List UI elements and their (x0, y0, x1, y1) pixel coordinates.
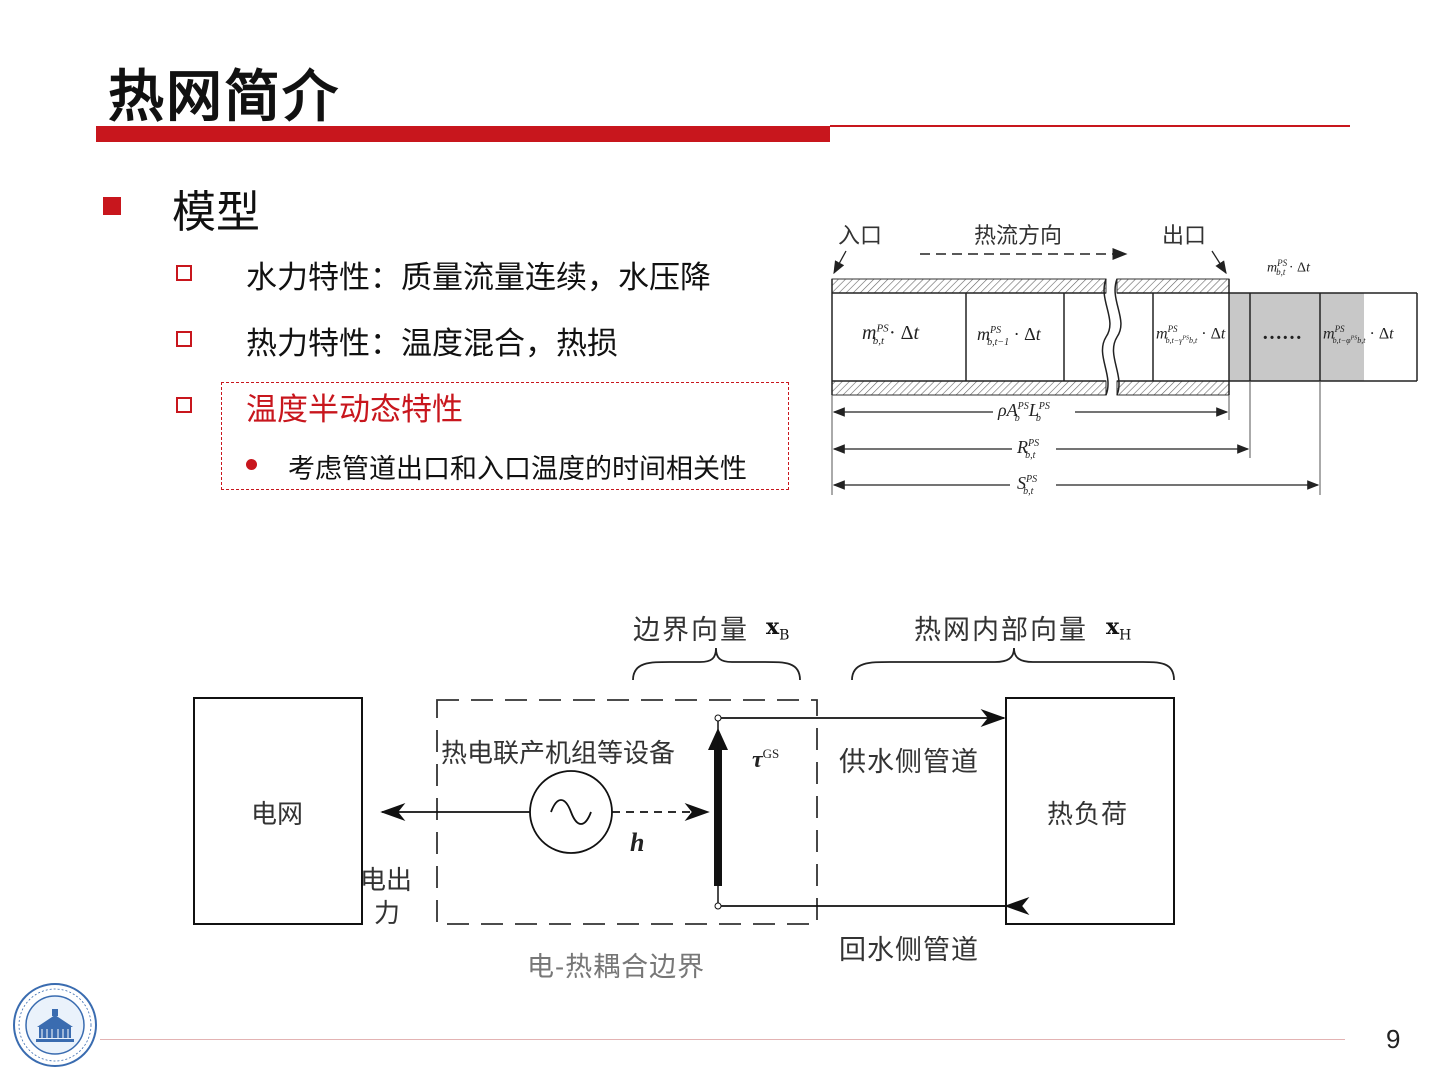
hollow-square-bullet-icon (176, 331, 192, 347)
h-symbol: h (630, 828, 645, 857)
outlet-label: 出口 (1162, 224, 1207, 249)
hollow-square-bullet-icon (176, 397, 192, 413)
coupling-boundary-caption: 电-热耦合边界 (527, 952, 706, 983)
dimension-label-s: SPSb,t (1017, 473, 1038, 497)
boundary-vector-label: 边界向量 (633, 615, 749, 646)
inlet-label: 入口 (838, 224, 883, 249)
outline-subitem: 考虑管道出口和入口温度的时间相关性 (288, 454, 747, 485)
title-underline-rule (830, 125, 1350, 127)
university-seal-logo (13, 983, 97, 1067)
pipe-cell-label: mPSb,t−1 · Δt (977, 324, 1041, 348)
outline-item: 水力特性：质量流量连续，水压降 (246, 260, 711, 296)
footer-rule (100, 1039, 1345, 1040)
square-bullet-icon (103, 197, 121, 215)
dimension-label-r: RPSb,t (1017, 437, 1040, 461)
internal-vector-symbol: xH (1106, 614, 1132, 644)
dimension-label-mass: ρAPSb LPSb (998, 400, 1050, 424)
page-number: 9 (1386, 1024, 1401, 1054)
outside-cell-label: mPSb,t · Δt (1267, 258, 1310, 278)
slide-title: 热网简介 (108, 65, 340, 130)
pipe-ellipsis: …… (1262, 322, 1302, 344)
chp-label: 热电联产机组等设备 (441, 739, 676, 769)
title-underline-bar (96, 126, 830, 142)
power-output-label-line1: 电出 (360, 866, 413, 896)
heat-load-label: 热负荷 (1047, 800, 1129, 830)
dot-bullet-icon (246, 459, 257, 470)
highlight-box (221, 382, 789, 490)
pipe-shade-cell (1229, 293, 1320, 381)
supply-pipe-label: 供水侧管道 (839, 747, 979, 778)
pipe-shade-cell (1320, 293, 1364, 381)
outline-item: 热力特性：温度混合，热损 (246, 326, 618, 362)
internal-vector-label: 热网内部向量 (914, 615, 1088, 646)
hollow-square-bullet-icon (176, 265, 192, 281)
outline-item-highlighted: 温度半动态特性 (246, 392, 463, 428)
pipe-cell-label: mPSb,t · Δt (862, 322, 920, 347)
section-heading: 模型 (172, 187, 260, 238)
grid-box-label: 电网 (251, 800, 304, 830)
boundary-vector-symbol: xB (766, 614, 790, 644)
pipe-cell-label: mPSb,t−γPSb,t · Δt (1156, 324, 1226, 345)
flow-direction-label: 热流方向 (974, 224, 1063, 249)
tau-symbol: τGS (752, 746, 780, 773)
power-output-label-line2: 力 (374, 899, 401, 929)
pipe-cell-label: mPSb,t−φPSb,t · Δt (1323, 324, 1394, 345)
return-pipe-label: 回水侧管道 (839, 935, 979, 966)
